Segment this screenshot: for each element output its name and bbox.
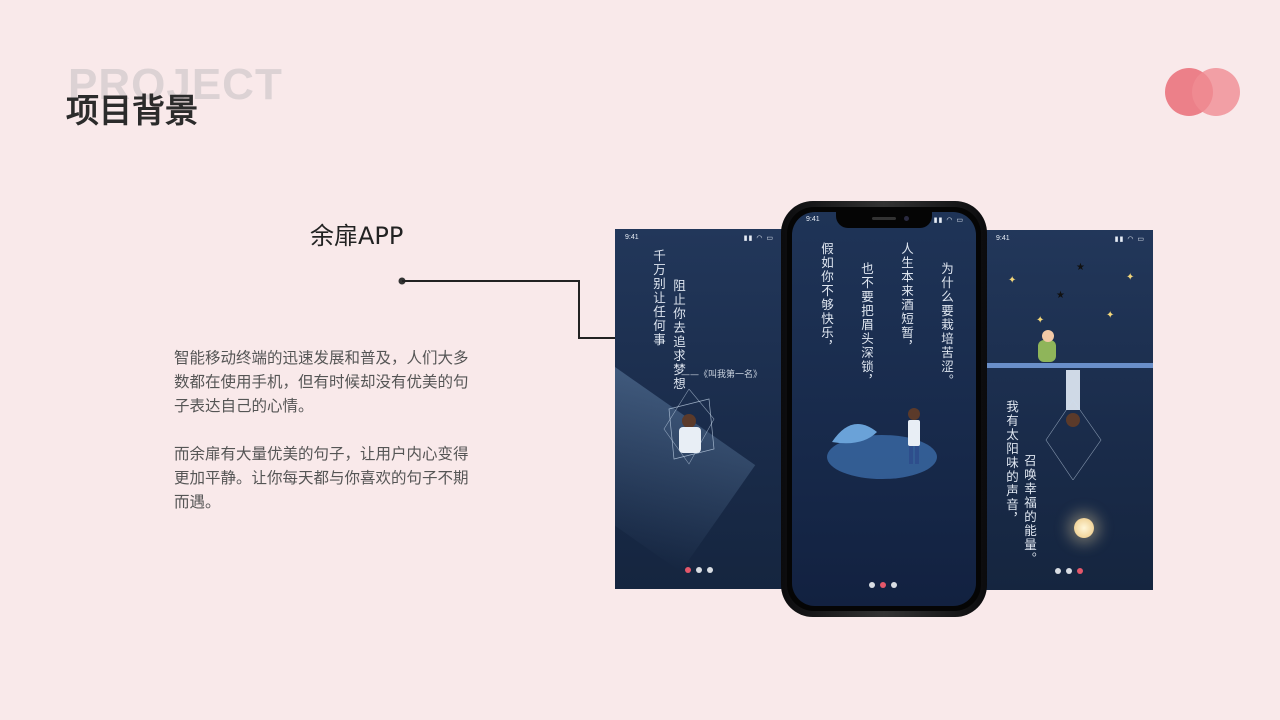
phone-mockup: 9:41 ▮▮ ◠ ▭ 为什么要栽培苦涩。 人生本来酒短暂， 也不要把眉头深锁，… (781, 201, 987, 617)
quote-line: 千万别让任何事 (651, 249, 666, 347)
signal-battery-icon: ▮▮ ◠ ▭ (933, 217, 964, 224)
quote-line: 也不要把眉头深锁， (859, 262, 874, 388)
star-icon: ✦ (1036, 315, 1045, 326)
page-dot[interactable] (869, 582, 875, 588)
quote-attribution: ——《叫我第一名》 (681, 370, 763, 380)
page-dot[interactable] (696, 567, 702, 573)
status-time: 9:41 (996, 235, 1010, 242)
star-icon: ✦ (1126, 272, 1135, 283)
signal-battery-icon: ▮▮ ◠ ▭ (743, 235, 774, 242)
app-name: 余扉APP (310, 222, 404, 250)
status-bar: 9:41 ▮▮ ◠ ▭ (806, 216, 964, 224)
page-indicator[interactable] (1055, 568, 1083, 574)
page-indicator[interactable] (869, 582, 897, 588)
page-dot[interactable] (880, 582, 886, 588)
page-dot[interactable] (891, 582, 897, 588)
page-dot[interactable] (685, 567, 691, 573)
page-dot[interactable] (1055, 568, 1061, 574)
connector-line (398, 277, 618, 339)
quote-line: 为什么要栽培苦涩。 (939, 262, 954, 388)
status-bar: 9:41 ▮▮ ◠ ▭ (625, 234, 774, 242)
quote-line: 阻止你去追求梦想 (671, 279, 686, 391)
background-word: PROJECT (68, 60, 283, 109)
quote-line: 我有太阳味的声音， (1004, 400, 1019, 526)
umbrella-boy-illustration-icon (827, 408, 937, 479)
status-time: 9:41 (806, 216, 820, 223)
logo-circles-icon (1165, 68, 1240, 116)
description-paragraph: 而余扉有大量优美的句子，让用户内心变得更加平静。让你每天都与你喜欢的句子不期而遇… (174, 445, 469, 511)
page-title: 项目背景 (66, 91, 198, 130)
star-icon: ✦ (1008, 275, 1017, 286)
screen-center: 9:41 ▮▮ ◠ ▭ 为什么要栽培苦涩。 人生本来酒短暂， 也不要把眉头深锁，… (792, 212, 976, 606)
moon-icon (1074, 518, 1094, 538)
status-bar: 9:41 ▮▮ ◠ ▭ (996, 235, 1145, 243)
page-indicator[interactable] (685, 567, 713, 573)
screen-right: 9:41 ▮▮ ◠ ▭ ✦ ★ ★ ✦ ✦ ✦ 我有太阳味的声音， 召唤幸福的能… (986, 230, 1153, 590)
page-dot[interactable] (1077, 568, 1083, 574)
status-time: 9:41 (625, 234, 639, 241)
dreamer-illustration-icon (663, 389, 715, 465)
star-icon: ✦ (1106, 310, 1115, 321)
quote-line: 人生本来酒短暂， (899, 242, 914, 354)
star-icon: ★ (1056, 290, 1065, 301)
quote-line: 假如你不够快乐， (819, 242, 834, 354)
description-paragraph: 智能移动终端的迅速发展和普及，人们大多数都在使用手机，但有时候却没有优美的句子表… (174, 349, 469, 415)
phone-notch (836, 212, 932, 228)
signal-battery-icon: ▮▮ ◠ ▭ (1114, 236, 1145, 243)
project-description: 智能移动终端的迅速发展和普及，人们大多数都在使用手机，但有时候却没有优美的句子表… (174, 346, 474, 514)
screen-left: 9:41 ▮▮ ◠ ▭ 千万别让任何事 阻止你去追求梦想 ——《叫我第一名》 (615, 229, 782, 589)
star-icon: ★ (1076, 262, 1085, 273)
page-dot[interactable] (707, 567, 713, 573)
dreamer-illustration-icon (986, 330, 1153, 480)
page-dot[interactable] (1066, 568, 1072, 574)
quote-line: 召唤幸福的能量。 (1022, 454, 1037, 566)
